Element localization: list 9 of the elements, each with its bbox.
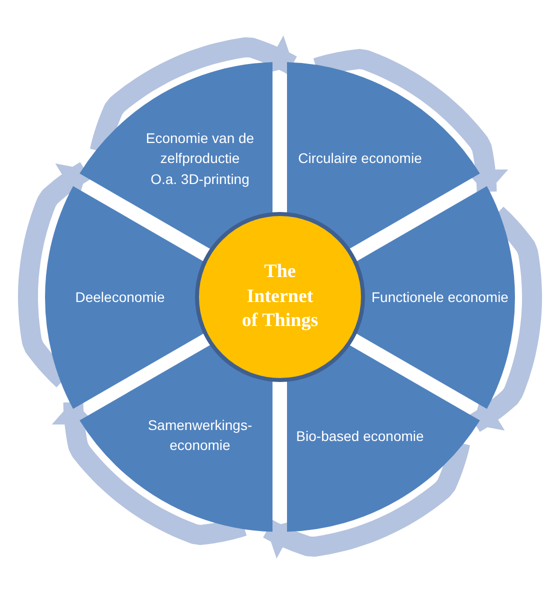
segment-label: Samenwerkings- economie: [146, 416, 254, 456]
segment-label: Deeleconomie: [74, 288, 166, 307]
segment-label: Circulaire economie: [297, 149, 423, 168]
segment-label: Functionele economie: [370, 288, 510, 307]
segment-label: O.a. 3D-printing: [150, 170, 250, 189]
curved-arrow: [18, 162, 91, 388]
curved-arrow: [469, 206, 542, 432]
segment-label: Economie van de zelfproductie: [144, 128, 256, 168]
segment-label: Bio-based economie: [295, 426, 425, 446]
